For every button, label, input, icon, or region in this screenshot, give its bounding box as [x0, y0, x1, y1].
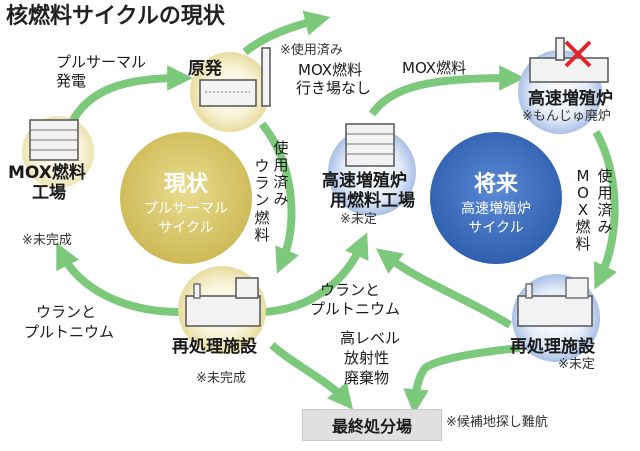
fbr-icon: [529, 37, 609, 83]
flow-spent-uranium-col2: ウ ラ ン: [254, 157, 270, 209]
fbr-fuel-plant-label-1: 高速増殖炉: [322, 171, 407, 191]
mox-plant-note: ※未完成: [22, 233, 72, 248]
npp-icon: [199, 47, 271, 107]
arrow-hlw-right: [403, 344, 521, 415]
reprocessing-right-label: 再処理施設: [510, 337, 595, 357]
reprocessing-left-note: ※未完成: [196, 371, 246, 386]
arrow-fbr-to-reprocessing: [592, 129, 619, 290]
reprocessing-left-icon: [185, 277, 261, 327]
arrow-reprocessing-to-fbrfuel: [261, 232, 369, 316]
arrow-npp-exit: [242, 10, 331, 56]
arrow-fbrfuel-to-fbr: [368, 65, 525, 117]
reprocessing-left-label: 再処理施設: [172, 337, 257, 357]
flow-hlw-2: 放射性: [344, 349, 390, 367]
flow-hlw-3: 廃棄物: [344, 369, 390, 387]
npp-label: 原発: [188, 59, 222, 79]
flow-u-pu-left-2: プルトニウム: [24, 323, 115, 341]
future-cycle-sub-2: サイクル: [468, 220, 524, 236]
flow-u-pu-left-1: ウランと: [36, 303, 97, 321]
fbr-fuel-plant-icon: [345, 123, 395, 167]
future-cycle-circle: [430, 132, 562, 264]
fbr-label: 高速増殖炉: [528, 89, 613, 109]
fbr-note: ※もんじゅ廃炉: [522, 109, 611, 124]
flow-arrows: [56, 10, 619, 415]
current-cycle-sub-2: サイクル: [158, 220, 214, 236]
arrow-reprocessing-to-fbrfuel-right: [375, 248, 513, 329]
reprocessing-right-icon: [517, 277, 593, 327]
flow-spent-uranium-col3: 燃 料: [254, 209, 270, 244]
mox-plant-label-2: 工場: [32, 183, 66, 203]
arrow-mox-to-npp: [68, 65, 193, 124]
page-title: 核燃料サイクルの現状: [6, 4, 225, 29]
mox-plant-label-1: MOX燃料: [8, 163, 86, 183]
flow-spent-mox-col2: M O X 燃 料: [575, 167, 591, 253]
flow-spent-mox-col1: 使 用 済 み: [597, 167, 613, 236]
future-cycle-sub-1: 高速増殖炉: [461, 201, 531, 217]
fbr-fuel-plant-label-2: 用燃料工場: [330, 191, 415, 211]
reprocessing-right-note: ※未定: [558, 357, 595, 372]
flow-mox-fuel: MOX燃料: [402, 59, 467, 77]
npp-note-1: ※使用済み: [280, 43, 343, 58]
arrow-hlw-left: [269, 342, 354, 410]
flow-pluthermal-2: 発電: [56, 72, 87, 90]
flow-u-pu-center-2: プルトニウム: [310, 300, 401, 318]
current-cycle-sub-1: プルサーマル: [144, 201, 228, 217]
future-cycle-title: 将来: [473, 172, 518, 197]
flow-pluthermal-1: プルサーマル: [56, 53, 147, 71]
flow-hlw-1: 高レベル: [340, 329, 401, 347]
arrow-npp-to-reprocessing: [258, 121, 299, 274]
npp-note-2: MOX燃料: [298, 61, 363, 79]
disposal-site-note: ※候補地探し難航: [446, 415, 548, 430]
current-cycle-circle: [120, 132, 252, 264]
flow-spent-uranium-col1: 使 用 済 み: [273, 139, 289, 208]
current-cycle-title: 現状: [163, 172, 208, 197]
npp-note-3: 行き場なし: [296, 79, 372, 97]
flow-u-pu-center-1: ウランと: [320, 281, 381, 299]
mox-plant-icon: [29, 119, 79, 161]
disposal-site-box: 最終処分場: [302, 409, 442, 441]
disposal-site-label: 最終処分場: [331, 417, 412, 436]
arrow-reprocessing-to-mox: [56, 242, 181, 316]
fbr-fuel-plant-note: ※未定: [340, 212, 377, 227]
